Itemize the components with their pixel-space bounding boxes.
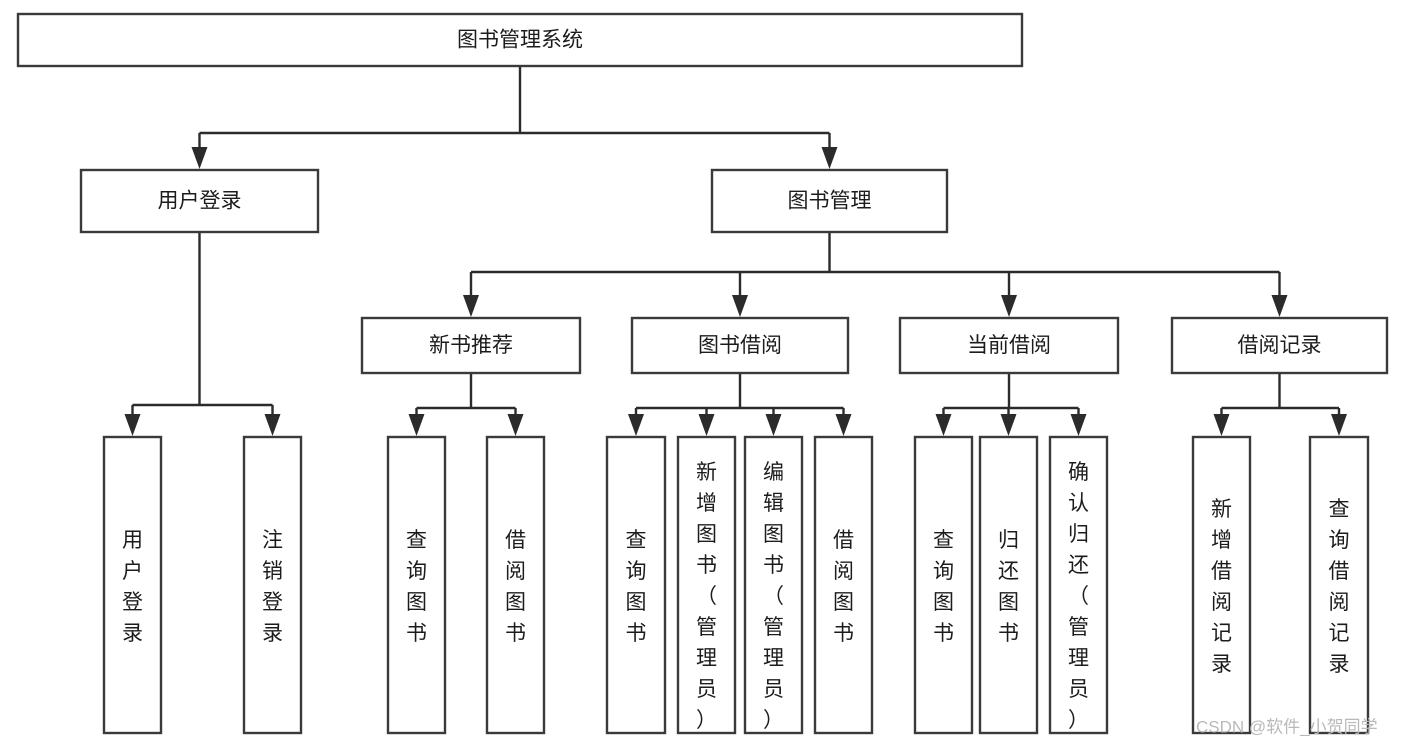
node-label-leaf-rr-query: 查询借阅记录 bbox=[1329, 498, 1350, 676]
node-label-root: 图书管理系统 bbox=[457, 29, 583, 52]
node-box-root[interactable] bbox=[16, 12, 1024, 68]
node-box-leaf-cb-query[interactable] bbox=[913, 435, 974, 735]
node-box-borrow-record[interactable] bbox=[1170, 316, 1389, 375]
node-label-book-borrow: 图书借阅 bbox=[698, 334, 782, 357]
edge-group-current-borrow bbox=[935, 373, 1087, 436]
node-leaf-rec-borrow[interactable]: 借阅图书 bbox=[485, 435, 546, 735]
node-label-leaf-br-add: 新增图书（管理员） bbox=[696, 461, 717, 732]
node-leaf-br-borrow[interactable]: 借阅图书 bbox=[813, 435, 874, 735]
edge-group-book-manage bbox=[463, 232, 1288, 317]
node-leaf-user-login[interactable]: 用户登录 bbox=[102, 435, 163, 735]
node-box-leaf-br-query[interactable] bbox=[605, 435, 667, 735]
node-label-borrow-record: 借阅记录 bbox=[1238, 334, 1322, 357]
node-leaf-cb-return[interactable]: 归还图书 bbox=[978, 435, 1039, 735]
node-label-leaf-rec-query: 查询图书 bbox=[406, 529, 427, 645]
node-label-book-manage: 图书管理 bbox=[788, 190, 872, 213]
node-box-leaf-cb-return[interactable] bbox=[978, 435, 1039, 735]
node-label-leaf-cb-query: 查询图书 bbox=[933, 529, 954, 645]
node-box-leaf-rec-borrow[interactable] bbox=[485, 435, 546, 735]
node-box-current-borrow[interactable] bbox=[898, 316, 1120, 375]
watermark-label: CSDN @软件_小贺同学 bbox=[1196, 717, 1378, 736]
node-box-new-book-rec[interactable] bbox=[360, 316, 582, 375]
node-label-current-borrow: 当前借阅 bbox=[967, 334, 1051, 357]
node-label-leaf-br-query: 查询图书 bbox=[626, 529, 647, 645]
node-leaf-cb-query[interactable]: 查询图书 bbox=[913, 435, 974, 735]
node-leaf-cb-confirm[interactable]: 确认归还（管理员） bbox=[1048, 435, 1109, 735]
node-label-leaf-br-borrow: 借阅图书 bbox=[833, 529, 854, 645]
node-box-leaf-rr-add[interactable] bbox=[1191, 435, 1252, 735]
node-book-borrow[interactable]: 图书借阅 bbox=[630, 316, 850, 375]
node-box-leaf-br-edit[interactable] bbox=[743, 435, 804, 735]
node-box-book-borrow[interactable] bbox=[630, 316, 850, 375]
node-box-leaf-cb-confirm[interactable] bbox=[1048, 435, 1109, 735]
nodes-layer: 图书管理系统用户登录图书管理新书推荐图书借阅当前借阅借阅记录用户登录注销登录查询… bbox=[16, 12, 1389, 735]
node-current-borrow[interactable]: 当前借阅 bbox=[898, 316, 1120, 375]
node-box-user-login[interactable] bbox=[79, 168, 320, 234]
node-box-book-manage[interactable] bbox=[710, 168, 949, 234]
edge-group-borrow-record bbox=[1213, 373, 1347, 436]
node-label-leaf-user-login: 用户登录 bbox=[122, 529, 143, 645]
node-label-leaf-logout: 注销登录 bbox=[262, 529, 283, 645]
node-label-user-login: 用户登录 bbox=[158, 190, 242, 213]
edge-group-root bbox=[191, 66, 838, 169]
node-label-new-book-rec: 新书推荐 bbox=[429, 334, 513, 357]
node-box-leaf-br-add[interactable] bbox=[676, 435, 737, 735]
node-book-manage[interactable]: 图书管理 bbox=[710, 168, 949, 234]
node-user-login[interactable]: 用户登录 bbox=[79, 168, 320, 234]
node-label-leaf-cb-confirm: 确认归还（管理员） bbox=[1068, 461, 1089, 732]
node-leaf-br-query[interactable]: 查询图书 bbox=[605, 435, 667, 735]
node-label-leaf-rec-borrow: 借阅图书 bbox=[505, 529, 526, 645]
node-label-leaf-br-edit: 编辑图书（管理员） bbox=[763, 461, 784, 732]
node-leaf-br-add[interactable]: 新增图书（管理员） bbox=[676, 435, 737, 735]
node-box-leaf-rec-query[interactable] bbox=[386, 435, 447, 735]
edges-layer bbox=[124, 66, 1347, 436]
node-box-leaf-user-login[interactable] bbox=[102, 435, 163, 735]
node-label-leaf-cb-return: 归还图书 bbox=[998, 529, 1019, 645]
node-box-leaf-logout[interactable] bbox=[242, 435, 303, 735]
node-leaf-logout[interactable]: 注销登录 bbox=[242, 435, 303, 735]
node-leaf-br-edit[interactable]: 编辑图书（管理员） bbox=[743, 435, 804, 735]
node-leaf-rec-query[interactable]: 查询图书 bbox=[386, 435, 447, 735]
edge-group-new-book-rec bbox=[408, 373, 524, 436]
node-root[interactable]: 图书管理系统 bbox=[16, 12, 1024, 68]
edge-group-user-login bbox=[124, 232, 281, 436]
node-label-leaf-rr-add: 新增借阅记录 bbox=[1211, 498, 1232, 676]
node-borrow-record[interactable]: 借阅记录 bbox=[1170, 316, 1389, 375]
node-box-leaf-rr-query[interactable] bbox=[1308, 435, 1370, 735]
edge-group-book-borrow bbox=[628, 373, 852, 436]
node-leaf-rr-add[interactable]: 新增借阅记录 bbox=[1191, 435, 1252, 735]
node-box-leaf-br-borrow[interactable] bbox=[813, 435, 874, 735]
node-leaf-rr-query[interactable]: 查询借阅记录 bbox=[1308, 435, 1370, 735]
node-new-book-rec[interactable]: 新书推荐 bbox=[360, 316, 582, 375]
